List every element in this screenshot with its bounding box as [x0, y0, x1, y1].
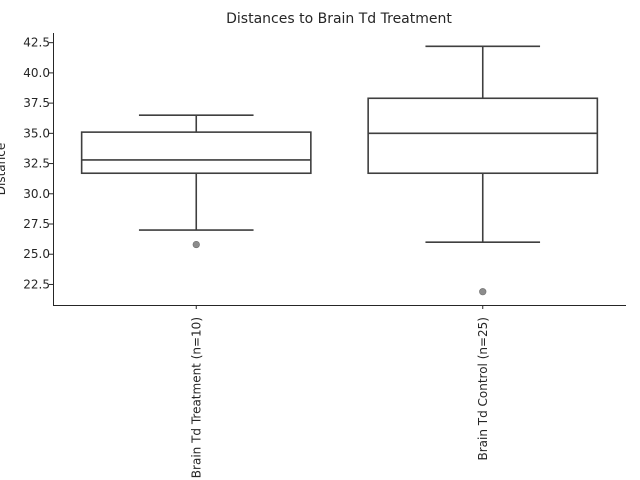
- x-tick-label: Brain Td Control (n=25): [476, 317, 490, 461]
- chart-title: Distances to Brain Td Treatment: [226, 11, 452, 27]
- y-axis-ticks: 22.5 25.0 27.5 30.0 32.5 35.0 37.5 40.0 42.5: [23, 36, 53, 291]
- y-tick-label: 35.0: [23, 126, 50, 140]
- y-tick-label: 27.5: [23, 217, 50, 231]
- y-tick-label: 32.5: [23, 157, 50, 171]
- y-tick-label: 42.5: [23, 36, 50, 50]
- x-tick-label: Brain Td Treatment (n=10): [189, 317, 203, 478]
- y-tick-label: 22.5: [23, 277, 50, 291]
- y-tick-label: 37.5: [23, 96, 50, 110]
- y-tick-label: 30.0: [23, 187, 50, 201]
- y-tick-label: 40.0: [23, 66, 50, 80]
- y-axis-label: Distance: [0, 143, 8, 195]
- outlier-point: [192, 240, 200, 249]
- interquartile-box: [367, 97, 599, 175]
- x-axis-ticks: Brain Td Treatment (n=10) Brain Td Contro…: [189, 305, 490, 478]
- y-tick-label: 25.0: [23, 247, 50, 261]
- box-2: [367, 45, 599, 296]
- outlier-point: [479, 288, 487, 296]
- box-1: [80, 114, 312, 249]
- boxes-group: [80, 45, 599, 296]
- interquartile-box: [80, 131, 312, 175]
